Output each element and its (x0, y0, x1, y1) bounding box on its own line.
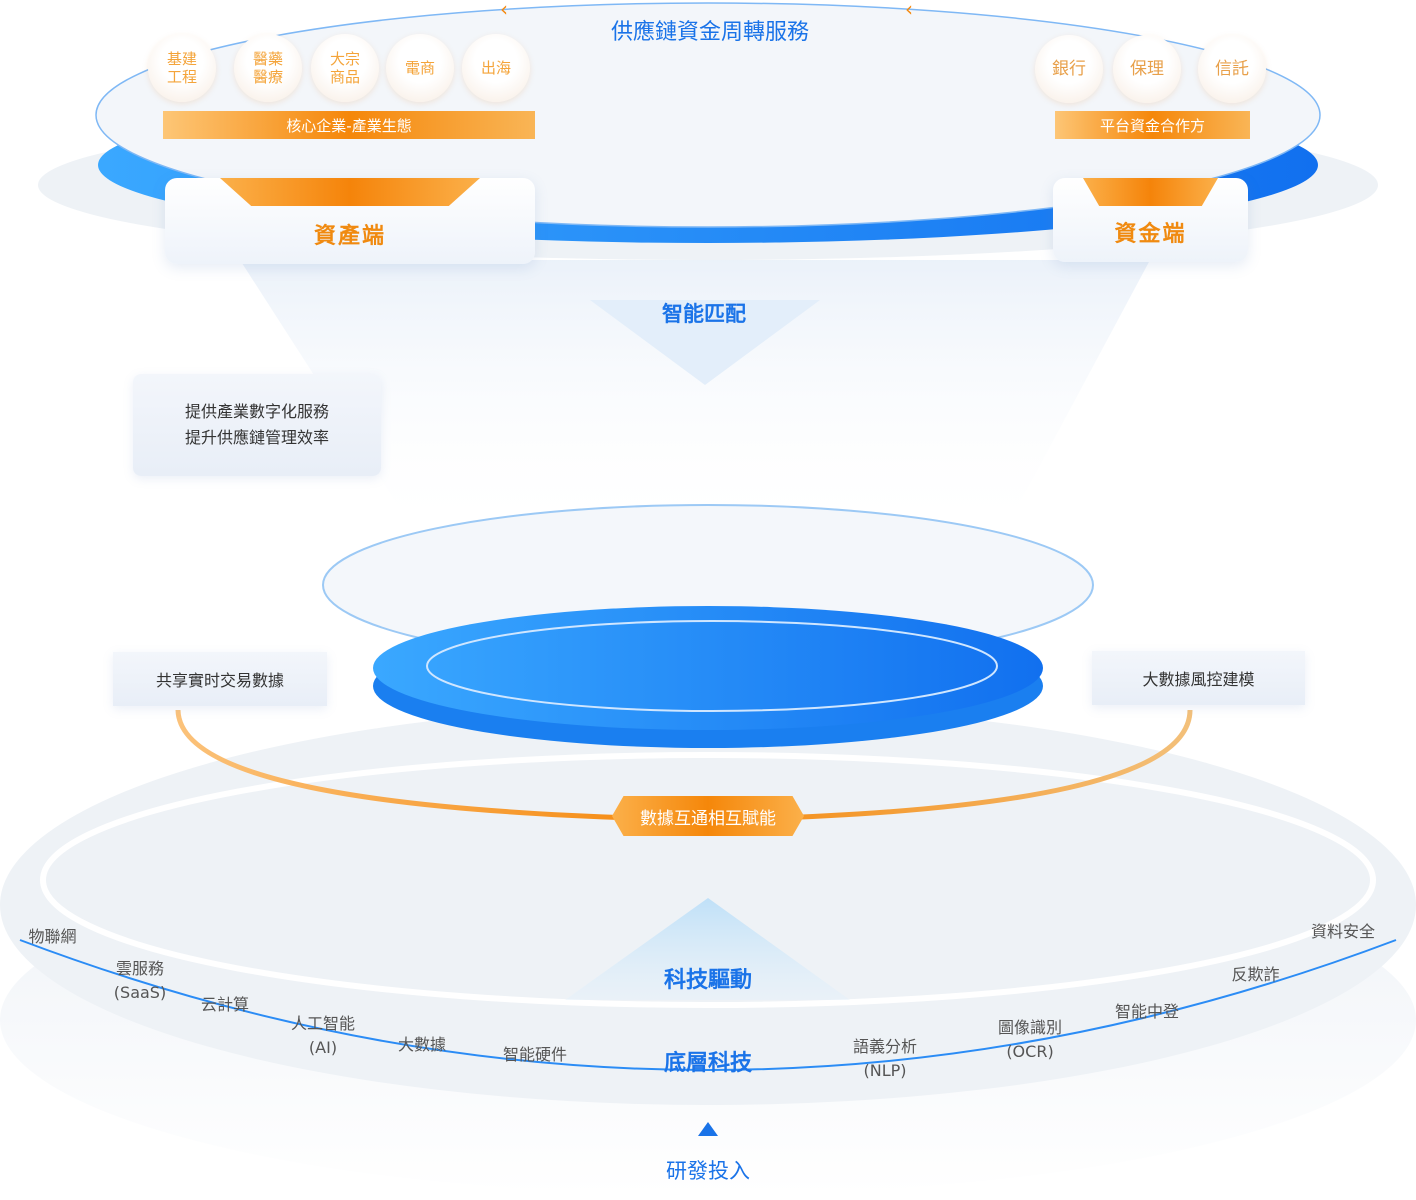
rd-label: 研發投入 (666, 1159, 750, 1183)
base-tech-label: 底層科技 (663, 1051, 752, 1076)
fund-card: 資金端 (1053, 178, 1248, 262)
tech-item: 圖像識別 (OCR) (997, 1018, 1062, 1061)
funder-bubble: 銀行 (1035, 35, 1103, 103)
tech-item: 資料安全 (1310, 922, 1375, 941)
drive-label: 科技驅動 (663, 968, 752, 993)
svg-text:‹: ‹ (500, 0, 508, 21)
svg-text:‹: ‹ (905, 0, 913, 21)
asset-card: 資產端 (165, 178, 535, 264)
industry-bubble: 大宗 商品 (311, 34, 379, 102)
service-box: 提供產業數字化服務 提升供應鏈管理效率 (133, 374, 381, 476)
industry-bubble: 出海 (462, 34, 530, 102)
industry-bubble: 基建 工程 (148, 34, 216, 102)
tech-item: 語義分析 (NLP) (852, 1037, 917, 1080)
tech-item: 智能硬件 (502, 1045, 567, 1064)
service-line: 提供產業數字化服務 (184, 402, 329, 421)
fund-card-label: 資金端 (1114, 222, 1187, 247)
match-label: 智能匹配 (662, 302, 746, 326)
tech-item: 雲服務 (SaaS) (113, 959, 167, 1002)
funder-bubble: 信託 (1198, 35, 1266, 103)
shared-data-box: 共享實时交易數據 (113, 652, 327, 706)
data-ribbon: 數據互通相互賦能 (612, 796, 804, 836)
service-line: 提升供應鏈管理效率 (184, 428, 329, 447)
asset-card-label: 資產端 (313, 224, 386, 249)
industry-bar: 核心企業-產業生態 (163, 111, 535, 139)
tech-item: 智能中登 (1114, 1002, 1179, 1021)
funder-bubble: 保理 (1113, 35, 1181, 103)
tech-item: 云計算 (200, 995, 249, 1014)
tech-item: 大數據 (397, 1035, 446, 1054)
tech-item: 物聯網 (28, 927, 77, 946)
tech-item: 反欺詐 (1231, 965, 1280, 984)
industry-bubble: 電商 (386, 34, 454, 102)
tech-item: 人工智能 (AI) (290, 1014, 355, 1057)
risk-model-box: 大數據風控建模 (1092, 651, 1305, 705)
top-title: 供應鏈資金周轉服務 (610, 20, 809, 45)
funder-bar: 平台資金合作方 (1055, 111, 1250, 139)
industry-bubble: 醫藥 醫療 (234, 34, 302, 102)
